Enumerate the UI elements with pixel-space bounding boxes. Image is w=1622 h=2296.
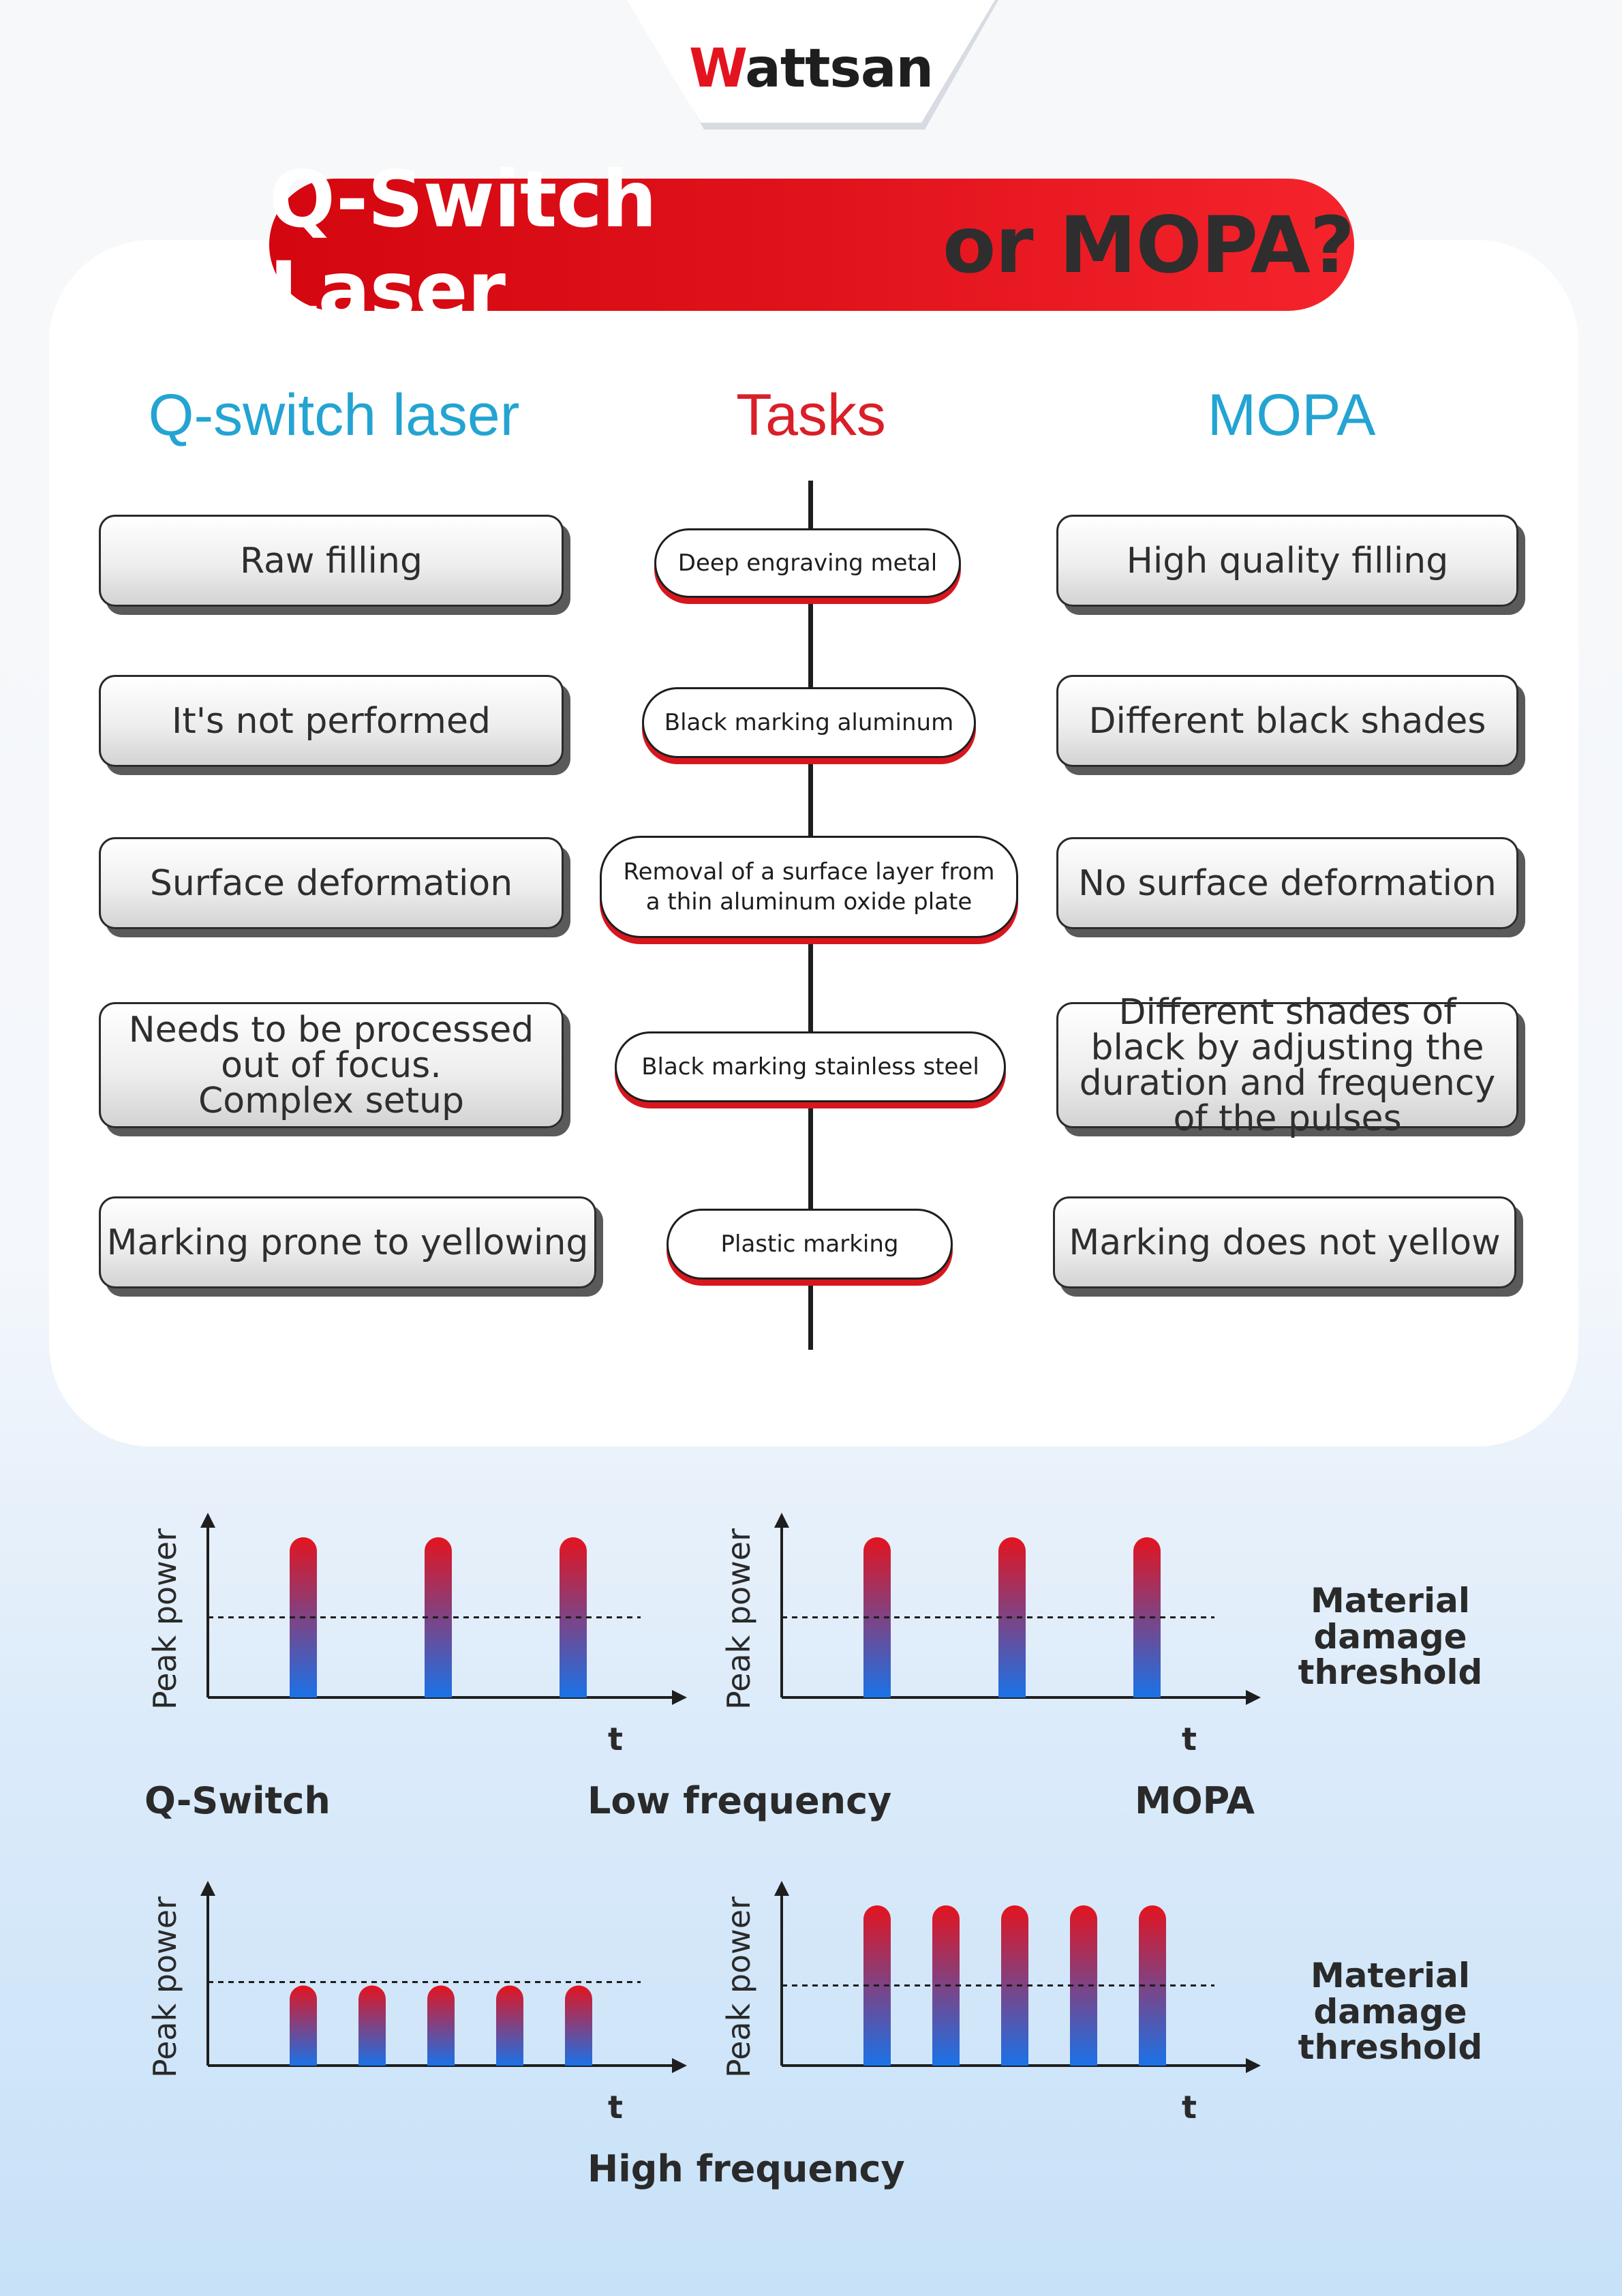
title-part-2: or MOPA? <box>916 199 1355 290</box>
high-frequency-label: High frequency <box>587 2147 905 2190</box>
mopa-result-box: Different shades of black by adjusting t… <box>1056 995 1518 1136</box>
threshold-label: Material damage threshold <box>1298 1581 1483 1692</box>
logo-text-rest: attsan <box>745 38 934 100</box>
task-pill: Plastic marking <box>667 1209 953 1280</box>
x-axis-arrow <box>1246 2058 1261 2073</box>
x-axis-arrow <box>1246 1690 1261 1705</box>
x-axis-arrow <box>672 2058 687 2073</box>
mopa-result-box: No surface deformation <box>1056 837 1518 929</box>
column-heading-qswitch: Q-switch laser <box>148 382 520 448</box>
qswitch-result-box: Raw filling <box>99 515 564 607</box>
x-axis-label: t <box>1182 2089 1197 2124</box>
task-pill: Black marking stainless steel <box>615 1031 1006 1102</box>
pulse-bar <box>427 1985 455 2066</box>
logo-accent-letter: W <box>688 38 746 100</box>
column-heading-mopa: MOPA <box>1207 382 1376 448</box>
y-axis-label: Peak power <box>147 1897 183 2078</box>
pulse-bar <box>290 1985 317 2066</box>
low-frequency-label: Low frequency <box>587 1779 892 1822</box>
pulse-bar <box>496 1985 523 2066</box>
y-axis-arrow <box>774 1881 789 1896</box>
y-axis-label: Peak power <box>147 1528 183 1710</box>
y-axis-label: Peak power <box>720 1528 757 1710</box>
qswitch-result-box: Surface deformation <box>99 837 564 929</box>
x-axis-label: t <box>608 2089 623 2124</box>
qswitch-result-box: Needs to be processed out of focus. Comp… <box>99 1002 564 1128</box>
qswitch-result-box: It's not performed <box>99 675 564 767</box>
mopa-label: MOPA <box>1135 1779 1255 1822</box>
page-title: Q-Switch Laser or MOPA? <box>269 154 1355 335</box>
qswitch-label: Q-Switch <box>144 1779 331 1822</box>
mopa-result-box: Different black shades <box>1056 675 1518 767</box>
mopa-low-frequency-chart: Peak power t <box>720 1513 1261 1755</box>
qswitch-low-frequency-chart: Peak power t <box>147 1513 687 1755</box>
title-part-1: Q-Switch Laser <box>269 154 657 335</box>
task-pill: Black marking aluminum <box>642 687 976 758</box>
y-axis-label: Peak power <box>720 1897 757 2078</box>
task-pill: Deep engraving metal <box>654 528 961 598</box>
task-pill: Removal of a surface layer from a thin a… <box>600 836 1018 938</box>
qswitch-high-frequency-chart: Peak power t <box>147 1881 687 2124</box>
mopa-high-frequency-chart: Peak power t <box>720 1881 1261 2124</box>
pulse-bar <box>560 1537 587 1697</box>
pulse-bar <box>1001 1905 1028 2066</box>
threshold-label: Material damage threshold <box>1298 1956 1483 2067</box>
x-axis-label: t <box>1182 1721 1197 1755</box>
pulse-bar <box>1133 1537 1161 1697</box>
x-axis-arrow <box>672 1690 687 1705</box>
y-axis-arrow <box>200 1881 215 1896</box>
pulse-bar <box>565 1985 592 2066</box>
logo-tab <box>627 0 995 123</box>
x-axis-label: t <box>608 1721 623 1755</box>
y-axis-arrow <box>200 1513 215 1528</box>
column-heading-tasks: Tasks <box>736 382 886 448</box>
pulse-bar <box>358 1985 386 2066</box>
mopa-result-box: High quality filling <box>1056 515 1518 607</box>
y-axis-arrow <box>774 1513 789 1528</box>
mopa-result-box: Marking does not yellow <box>1053 1196 1516 1288</box>
wattsan-logo: Wattsan <box>0 38 1622 100</box>
qswitch-result-box: Marking prone to yellowing <box>99 1196 596 1288</box>
